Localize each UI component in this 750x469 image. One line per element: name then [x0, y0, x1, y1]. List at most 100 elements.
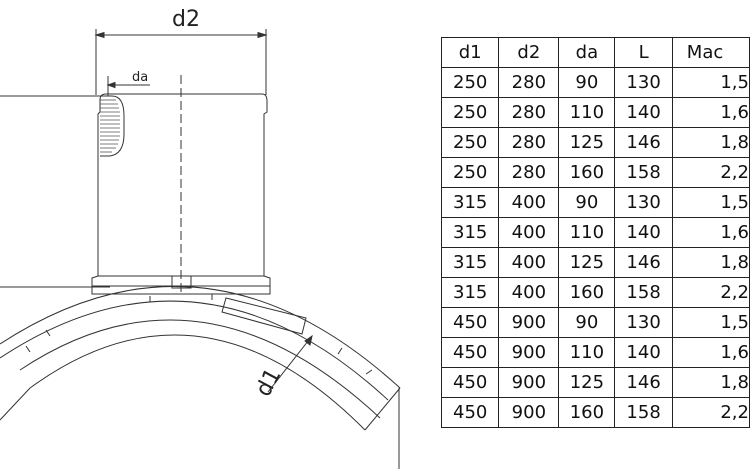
d2-label: d2 — [172, 7, 200, 32]
cell-da: 90 — [558, 187, 616, 218]
cell-l: 140 — [614, 337, 673, 368]
cell-da: 125 — [558, 127, 616, 158]
cell-l: 140 — [614, 217, 673, 248]
cell-mass: 1,5 — [671, 307, 750, 338]
cell-mass: 1,5 — [671, 67, 750, 98]
cell-d1: 315 — [440, 187, 500, 218]
cell-d1: 250 — [440, 127, 500, 158]
cell-d1: 250 — [440, 97, 500, 128]
cell-d2: 400 — [498, 187, 560, 218]
cell-mass: 1,6 — [671, 337, 750, 368]
cell-d1: 250 — [440, 157, 500, 188]
cell-l: 146 — [614, 127, 673, 158]
cell-da: 110 — [558, 217, 616, 248]
cell-d2: 900 — [498, 397, 560, 428]
cell-da: 125 — [558, 367, 616, 398]
technical-drawing: d2 da d1 — [0, 7, 401, 469]
saddle-notches — [25, 294, 373, 375]
table-row: 315 400 110 140 1,6 — [440, 217, 750, 248]
da-arrow — [106, 81, 116, 89]
cell-l: 158 — [614, 397, 673, 428]
cell-da: 90 — [558, 67, 616, 98]
cell-d2: 400 — [498, 217, 560, 248]
saddle-slot — [221, 297, 307, 335]
d2-arrow-left — [94, 31, 105, 39]
spigot-body — [91, 93, 271, 295]
table-row: 250 280 125 146 1,8 — [440, 127, 750, 158]
cell-l: 146 — [614, 367, 673, 398]
cell-d1: 450 — [440, 367, 500, 398]
saddle-outer-arc — [0, 286, 401, 389]
cell-d1: 450 — [440, 397, 500, 428]
cell-d1: 450 — [440, 337, 500, 368]
cell-d2: 900 — [498, 307, 560, 338]
cell-d2: 400 — [498, 247, 560, 278]
d1-label: d1 — [251, 364, 286, 400]
table-row: 450 900 110 140 1,6 — [440, 337, 750, 368]
cell-mass: 1,8 — [671, 367, 750, 398]
cell-d1: 315 — [440, 247, 500, 278]
bore-cutaway — [100, 95, 125, 157]
cell-mass: 1,8 — [671, 247, 750, 278]
cell-d1: 315 — [440, 217, 500, 248]
table-row: 450 900 125 146 1,8 — [440, 367, 750, 398]
saddle-band-arc — [19, 319, 381, 419]
header-d1: d1 — [440, 37, 500, 68]
cell-da: 90 — [558, 307, 616, 338]
saddle-left-end — [0, 387, 31, 421]
cell-l: 130 — [614, 67, 673, 98]
table-row: 450 900 160 158 2,2 — [440, 397, 750, 428]
d1-leader — [267, 335, 313, 393]
cell-mass: 2,2 — [671, 397, 750, 428]
header-mass: Мас — [671, 37, 750, 68]
cell-l: 146 — [614, 247, 673, 278]
cell-da: 160 — [558, 277, 616, 308]
table-row: 315 400 160 158 2,2 — [440, 277, 750, 308]
bore-hatching — [100, 99, 120, 153]
cell-mass: 2,2 — [671, 157, 750, 188]
table-row: 315 400 125 146 1,8 — [440, 247, 750, 278]
header-da: da — [558, 37, 616, 68]
cell-d1: 450 — [440, 307, 500, 338]
table-row: 250 280 110 140 1,6 — [440, 97, 750, 128]
cell-d2: 280 — [498, 157, 560, 188]
cell-d2: 400 — [498, 277, 560, 308]
saddle-inner-arc — [0, 300, 389, 401]
d2-arrow-right — [257, 31, 268, 39]
cell-d2: 900 — [498, 337, 560, 368]
cell-da: 110 — [558, 337, 616, 368]
table-header-row: d1 d2 da L Мас — [440, 37, 750, 68]
cell-da: 110 — [558, 97, 616, 128]
cell-mass: 1,5 — [671, 187, 750, 218]
cell-l: 140 — [614, 97, 673, 128]
centre-tab — [171, 275, 192, 289]
cell-da: 125 — [558, 247, 616, 278]
d1-arrow — [304, 334, 313, 346]
cell-l: 158 — [614, 277, 673, 308]
cell-l: 158 — [614, 157, 673, 188]
cell-d2: 280 — [498, 97, 560, 128]
cell-d1: 250 — [440, 67, 500, 98]
cell-mass: 1,8 — [671, 127, 750, 158]
cell-mass: 2,2 — [671, 277, 750, 308]
cell-l: 130 — [614, 187, 673, 218]
dimensions-table: d1 d2 da L Мас 250 280 90 130 1,5 250 28… — [440, 37, 750, 428]
table-row: 450 900 90 130 1,5 — [440, 307, 750, 338]
saddle-base-arc — [29, 334, 366, 431]
table-row: 250 280 160 158 2,2 — [440, 157, 750, 188]
cell-mass: 1,6 — [671, 97, 750, 128]
da-label: da — [132, 70, 148, 85]
saddle-right-end — [364, 387, 401, 431]
header-l: L — [614, 37, 673, 68]
cell-da: 160 — [558, 157, 616, 188]
cell-d2: 900 — [498, 367, 560, 398]
cell-da: 160 — [558, 397, 616, 428]
cell-d1: 315 — [440, 277, 500, 308]
table-row: 315 400 90 130 1,5 — [440, 187, 750, 218]
cell-d2: 280 — [498, 127, 560, 158]
cell-l: 130 — [614, 307, 673, 338]
header-d2: d2 — [498, 37, 560, 68]
cell-d2: 280 — [498, 67, 560, 98]
cell-mass: 1,6 — [671, 217, 750, 248]
table-row: 250 280 90 130 1,5 — [440, 67, 750, 98]
